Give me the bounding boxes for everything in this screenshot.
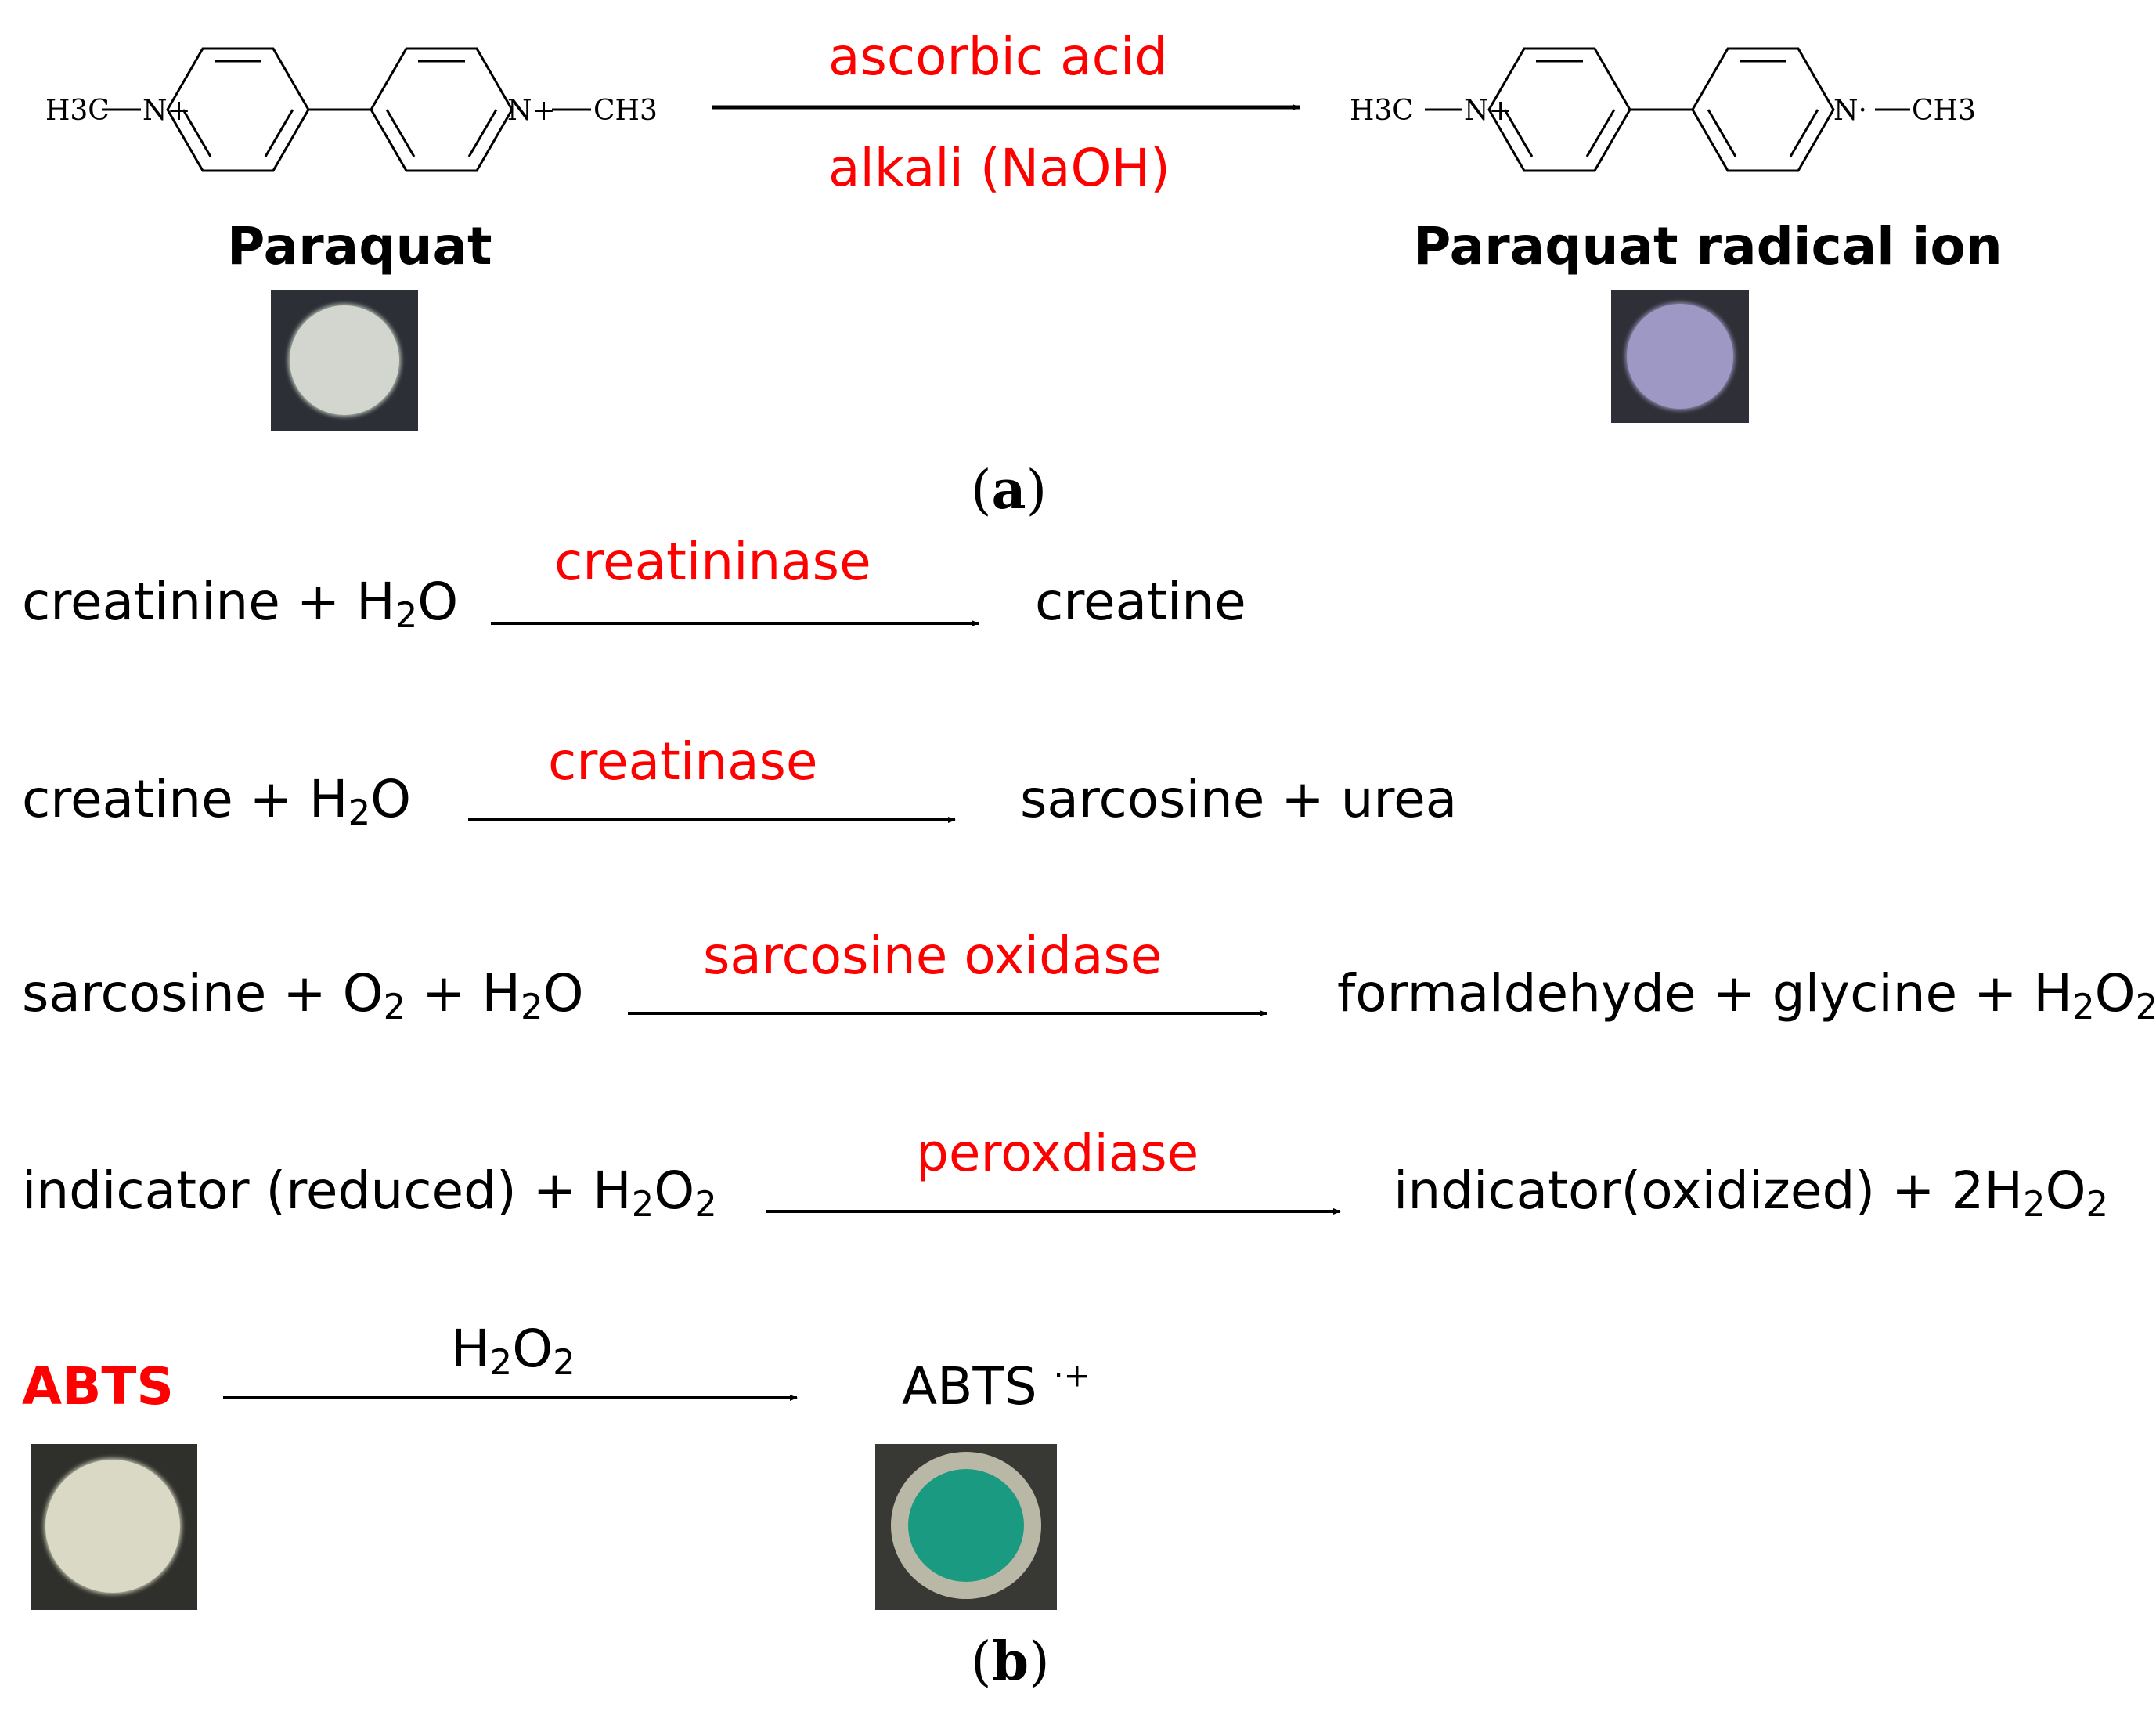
reaction-3-reactants: sarcosine + O2 + H2O (22, 963, 584, 1027)
panel-b-caption: (b) (971, 1630, 1050, 1693)
product-right-nitrogen: N· (1833, 95, 1867, 127)
reaction-3-products: formaldehyde + glycine + H2O2 (1337, 963, 2156, 1027)
abts-spot (45, 1460, 180, 1593)
paraquat-spot (290, 305, 399, 415)
paraquat-label: Paraquat (227, 216, 492, 276)
reaction-2-reactants: creatine + H2O (22, 769, 412, 833)
product-right-methyl: CH3 (1912, 95, 1976, 127)
abts-product: ABTS ·+ (902, 1356, 1091, 1417)
enzyme-peroxidase: peroxdiase (916, 1123, 1199, 1183)
product-left-methyl: H3C (1350, 95, 1414, 127)
paraquat-structure (102, 47, 591, 172)
abts-reagent: H2O2 (451, 1319, 575, 1383)
abts-spot-photo (31, 1444, 197, 1610)
paraquat-spot-photo (271, 290, 418, 431)
reaction-4-reactants: indicator (reduced) + H2O2 (22, 1161, 717, 1225)
abts-radical-spot (908, 1469, 1024, 1582)
abts-reactant: ABTS (22, 1356, 174, 1417)
reactant-left-nitrogen: N+ (142, 95, 191, 127)
reagent-ascorbic-acid: ascorbic acid (828, 27, 1168, 87)
paraquat-radical-structure (1425, 47, 1910, 172)
paraquat-radical-spot (1627, 304, 1733, 409)
reaction-1-products: creatine (1035, 572, 1246, 632)
reactant-right-nitrogen: N+ (507, 95, 556, 127)
reactant-left-methyl: H3C (45, 95, 110, 127)
enzyme-creatinase: creatinase (548, 731, 818, 792)
enzyme-creatininase: creatininase (554, 532, 871, 592)
product-left-nitrogen: N+ (1464, 95, 1512, 127)
paraquat-radical-label: Paraquat radical ion (1413, 216, 2003, 276)
paraquat-radical-spot-photo (1611, 290, 1749, 423)
reactant-right-methyl: CH3 (593, 95, 658, 127)
reagent-alkali: alkali (NaOH) (828, 138, 1170, 198)
reaction-1-reactants: creatinine + H2O (22, 572, 459, 636)
reaction-4-products: indicator(oxidized) + 2H2O2 (1393, 1161, 2109, 1225)
abts-radical-spot-photo (875, 1444, 1057, 1610)
enzyme-sarcosine-oxidase: sarcosine oxidase (703, 926, 1163, 986)
panel-a-caption: (a) (971, 459, 1047, 522)
reaction-2-products: sarcosine + urea (1020, 769, 1458, 829)
